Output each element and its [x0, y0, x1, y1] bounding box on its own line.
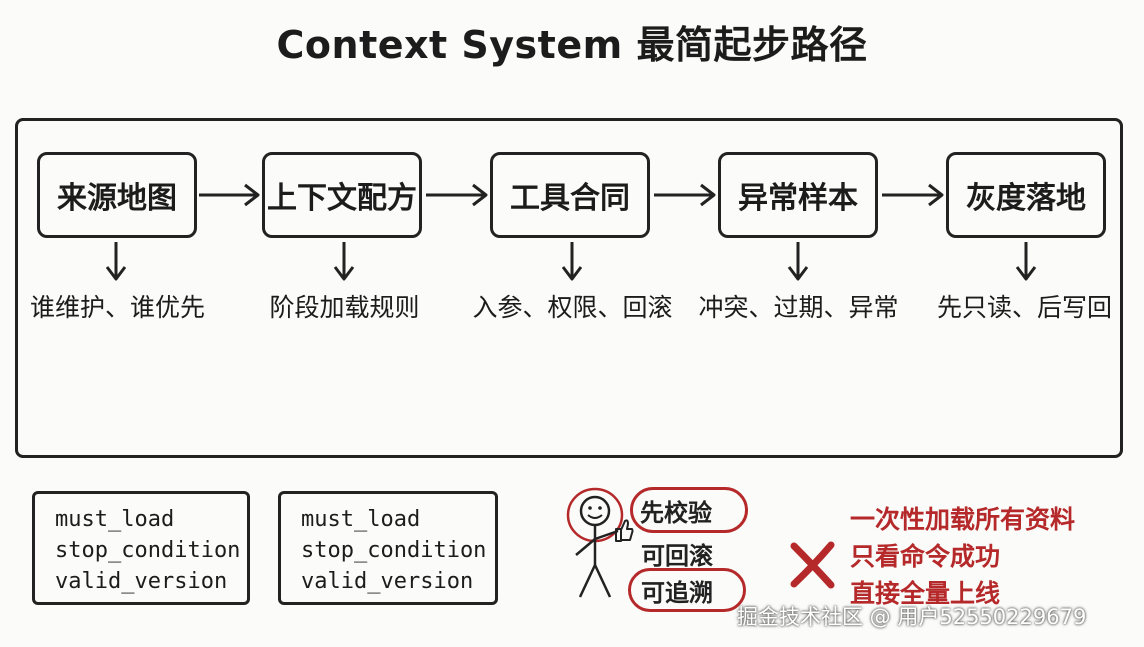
step-note-source-map: 谁维护、谁优先 — [29, 293, 205, 322]
step-box-gray-rollout: 灰度落地 — [946, 152, 1106, 238]
step-box-exception-samples: 异常样本 — [718, 152, 878, 238]
thumbs-up-icon — [615, 519, 634, 542]
code-line: must_load — [301, 507, 421, 532]
arrow-right-icon — [426, 183, 488, 207]
bad-practice-full-rollout: 直接全量上线 — [850, 579, 1001, 608]
watermark: 掘金技术社区 @ 用户52550229679 — [737, 605, 1087, 629]
arrow-right-icon — [882, 183, 944, 207]
arrow-down-icon — [333, 242, 355, 281]
highlight-circle — [628, 568, 746, 612]
code-box-checklist: must_load stop_condition valid_version — [32, 491, 250, 605]
good-practice-rollback: 可回滚 — [641, 542, 713, 570]
code-box-checklist: must_load stop_condition valid_version — [278, 491, 498, 605]
arrow-down-icon — [561, 242, 583, 281]
step-note-exception-samples: 冲突、过期、异常 — [698, 293, 899, 322]
code-line: must_load — [55, 507, 175, 532]
arrow-down-icon — [105, 242, 127, 281]
step-note-tool-contract: 入参、权限、回滚 — [472, 293, 673, 322]
bad-practice-load-all: 一次性加载所有资料 — [850, 505, 1076, 534]
red-cross-icon — [790, 541, 835, 589]
step-note-context-recipe: 阶段加载规则 — [269, 293, 420, 322]
page-title: Context System 最简起步路径 — [276, 23, 868, 67]
step-box-context-recipe: 上下文配方 — [262, 152, 422, 238]
arrow-right-icon — [654, 183, 716, 207]
arrow-down-icon — [787, 242, 809, 281]
step-note-gray-rollout: 先只读、后写回 — [936, 293, 1112, 322]
step-box-tool-contract: 工具合同 — [490, 152, 650, 238]
code-line: stop_condition — [55, 538, 241, 563]
good-practice-verify: 先校验 — [640, 499, 712, 527]
stick-figure-icon — [566, 487, 624, 598]
arrow-right-icon — [199, 183, 260, 207]
code-line: stop_condition — [301, 538, 487, 563]
arrow-down-icon — [1015, 242, 1037, 281]
highlight-circle — [630, 487, 748, 533]
bad-practice-command-success: 只看命令成功 — [850, 542, 1001, 571]
code-line: valid_version — [55, 569, 228, 594]
good-practice-traceable: 可追溯 — [641, 579, 713, 607]
step-box-source-map: 来源地图 — [37, 152, 197, 238]
code-line: valid_version — [301, 569, 474, 594]
flow-frame — [15, 118, 1123, 458]
